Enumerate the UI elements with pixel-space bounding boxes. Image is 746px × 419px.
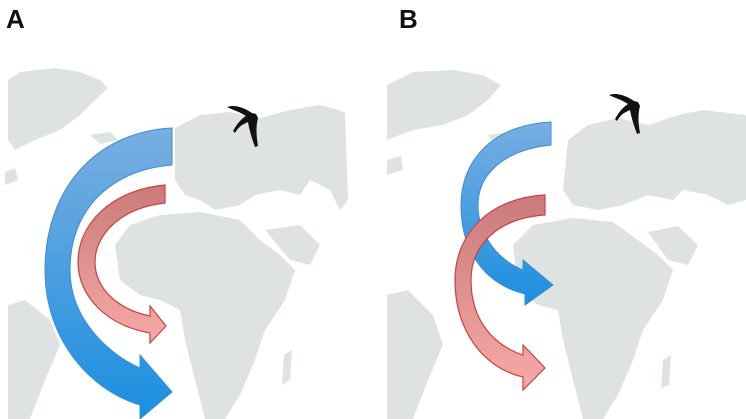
land-a: [5, 68, 348, 419]
map-b: [387, 70, 746, 419]
red-route-arrow-a: [77, 184, 167, 345]
panel-label-a: A: [6, 4, 25, 34]
swift-bird-icon: [609, 93, 640, 134]
panel-b: B: [373, 0, 746, 419]
map-a: [5, 68, 348, 419]
swift-bird-icon: [227, 105, 258, 147]
land-b: [387, 70, 746, 419]
blue-route-arrow-a: [44, 127, 173, 419]
blue-route-arrow-b: [460, 121, 554, 306]
red-route-arrow-b: [454, 194, 546, 392]
panel-label-b: B: [399, 4, 418, 34]
panel-a: A: [5, 4, 348, 419]
